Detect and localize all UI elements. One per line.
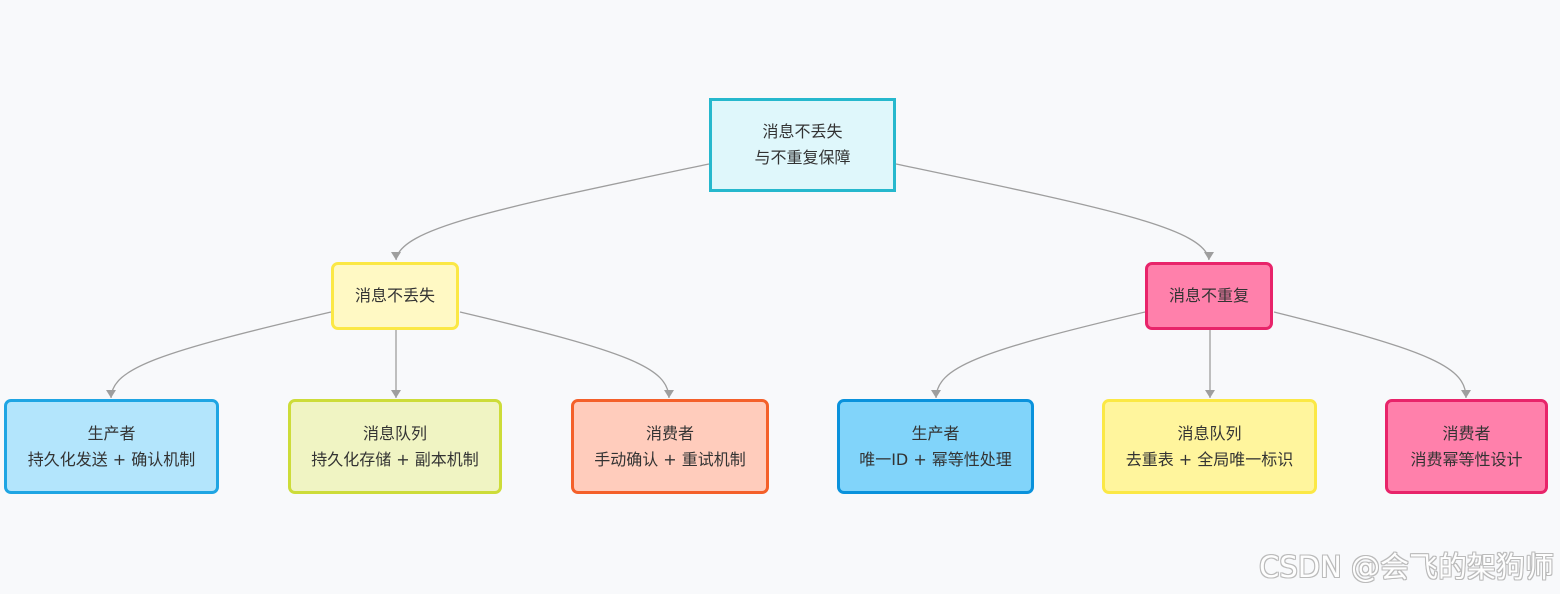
- leaf-node-title: 生产者: [911, 423, 960, 443]
- leaf-node-title: 消费者: [645, 423, 694, 443]
- csdn-watermark: CSDN @会飞的架狗师: [1259, 550, 1554, 584]
- branch-node-no-loss: 消息不丢失: [331, 262, 459, 330]
- branch-node-no-duplicate: 消息不重复: [1145, 262, 1273, 330]
- leaf-node-no-duplicate-consumer: 消费者 消费幂等性设计: [1385, 399, 1548, 494]
- edge-no-duplicate-to-consumer: [1273, 311, 1471, 399]
- leaf-node-no-loss-producer: 生产者 持久化发送 + 确认机制: [4, 399, 219, 494]
- leaf-node-title: 生产者: [87, 423, 136, 443]
- leaf-node-detail: 持久化发送 + 确认机制: [27, 449, 196, 469]
- leaf-node-title: 消息队列: [1177, 423, 1242, 443]
- leaf-node-no-loss-queue: 消息队列 持久化存储 + 副本机制: [288, 399, 502, 494]
- leaf-node-detail: 去重表 + 全局唯一标识: [1125, 449, 1294, 469]
- leaf-node-no-loss-consumer: 消费者 手动确认 + 重试机制: [571, 399, 769, 494]
- leaf-node-title: 消息队列: [362, 423, 427, 443]
- root-node-line-2: 与不重复保障: [754, 148, 851, 167]
- leaf-node-detail: 持久化存储 + 副本机制: [311, 449, 479, 469]
- leaf-node-title: 消费者: [1442, 423, 1491, 443]
- edge-root-to-no-loss: [391, 163, 710, 261]
- edge-root-to-no-duplicate: [895, 163, 1214, 261]
- leaf-node-detail: 手动确认 + 重试机制: [594, 449, 746, 469]
- leaf-node-no-duplicate-queue: 消息队列 去重表 + 全局唯一标识: [1102, 399, 1317, 494]
- edge-no-loss-to-consumer: [459, 311, 674, 399]
- root-node: 消息不丢失 与不重复保障: [709, 98, 896, 192]
- leaf-node-detail: 消费幂等性设计: [1410, 449, 1523, 469]
- edge-no-duplicate-to-producer: [931, 311, 1146, 399]
- branch-node-label: 消息不重复: [1168, 286, 1249, 305]
- branch-node-label: 消息不丢失: [354, 286, 435, 305]
- root-node-line-1: 消息不丢失: [762, 122, 843, 141]
- edge-no-loss-to-producer: [106, 311, 332, 399]
- leaf-node-no-duplicate-producer: 生产者 唯一ID + 幂等性处理: [837, 399, 1034, 494]
- leaf-node-detail: 唯一ID + 幂等性处理: [859, 449, 1012, 469]
